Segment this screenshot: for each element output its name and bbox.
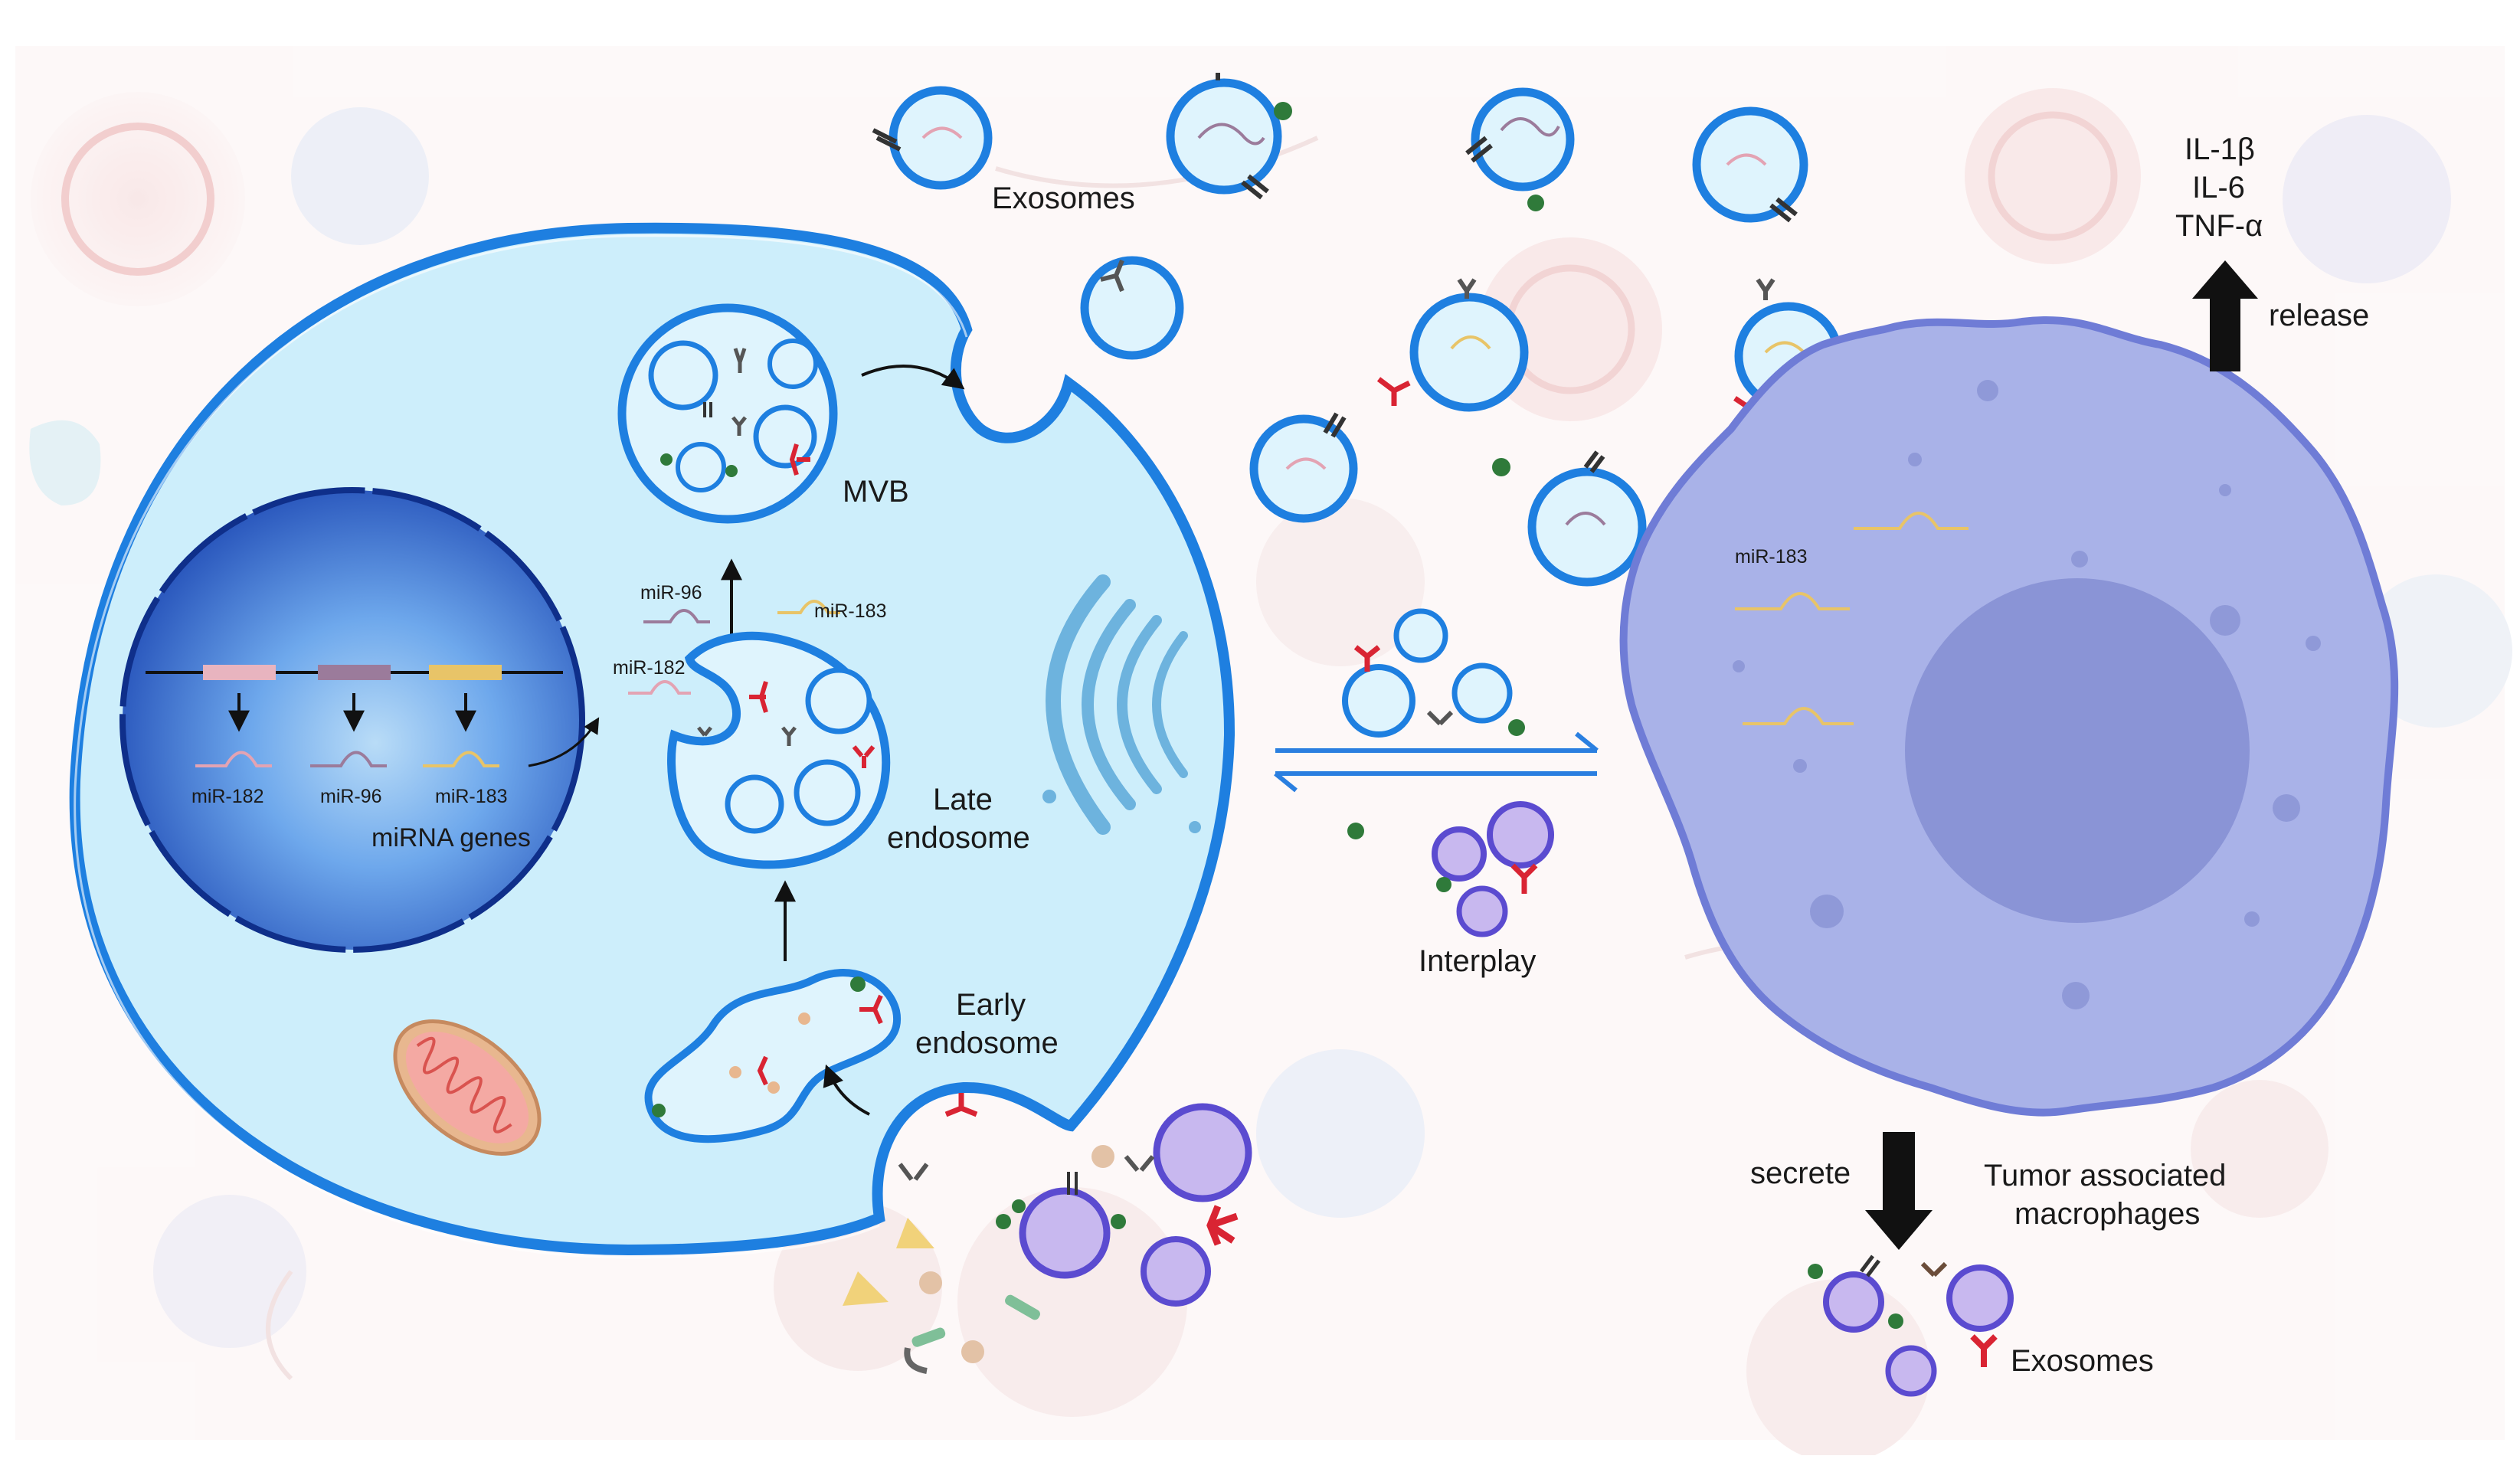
exosomes-top: [889, 78, 1843, 587]
nucleus: miR-182 miR-96 miR-183 miRNA genes: [119, 487, 600, 953]
label-il6: IL-6: [2192, 171, 2245, 204]
label-late-endosome-1: Late: [933, 783, 993, 816]
label-mvb: MVB: [843, 475, 909, 509]
secrete-arrow: [1865, 1132, 1933, 1250]
cytoplasmic-mirnas: [628, 600, 840, 695]
interplay-arrows: [1274, 731, 1599, 793]
golgi-apparatus: [1042, 574, 1201, 835]
label-mir183-cyto: miR-183: [814, 600, 886, 622]
label-tam-1: Tumor associated: [1984, 1159, 2226, 1192]
interplay-exosomes: [1342, 608, 1554, 937]
label-early-endosome-1: Early: [956, 988, 1026, 1022]
label-il1b: IL-1β: [2185, 132, 2255, 166]
label-mir183-tam: miR-183: [1735, 546, 1807, 568]
label-exosomes-bottom: Exosomes: [2011, 1344, 2154, 1378]
label-mir182: miR-182: [191, 786, 263, 807]
label-mir182-cyto: miR-182: [613, 657, 685, 679]
tumor-cell: [69, 222, 1235, 1259]
exosome-receptors-top: [872, 73, 1798, 476]
uptake-cargo: [843, 1093, 1252, 1374]
label-interplay: Interplay: [1419, 944, 1536, 978]
label-secrete: secrete: [1750, 1156, 1851, 1190]
macrophage: [1619, 316, 2399, 1117]
mitochondrion: [393, 1019, 542, 1156]
exosome-cargo-top: [921, 117, 1805, 526]
label-early-endosome-2: endosome: [915, 1026, 1059, 1060]
label-tnfa: TNF-α: [2175, 209, 2263, 243]
label-mir96: miR-96: [320, 786, 382, 807]
release-arrow: [2192, 260, 2258, 371]
early-endosome: [644, 969, 902, 1143]
label-mir183: miR-183: [435, 786, 507, 807]
label-late-endosome-2: endosome: [887, 821, 1030, 855]
label-tam-2: macrophages: [2014, 1197, 2200, 1231]
label-exosomes-top: Exosomes: [992, 182, 1135, 215]
label-mir96-cyto: miR-96: [640, 582, 702, 604]
mvb: [617, 303, 838, 524]
late-endosome: [667, 631, 891, 869]
label-mirna-genes: miRNA genes: [371, 823, 531, 852]
label-release: release: [2269, 299, 2369, 332]
secreted-exosomes: [1808, 1255, 2014, 1397]
tumor-cell-membrane: [69, 222, 1235, 1256]
